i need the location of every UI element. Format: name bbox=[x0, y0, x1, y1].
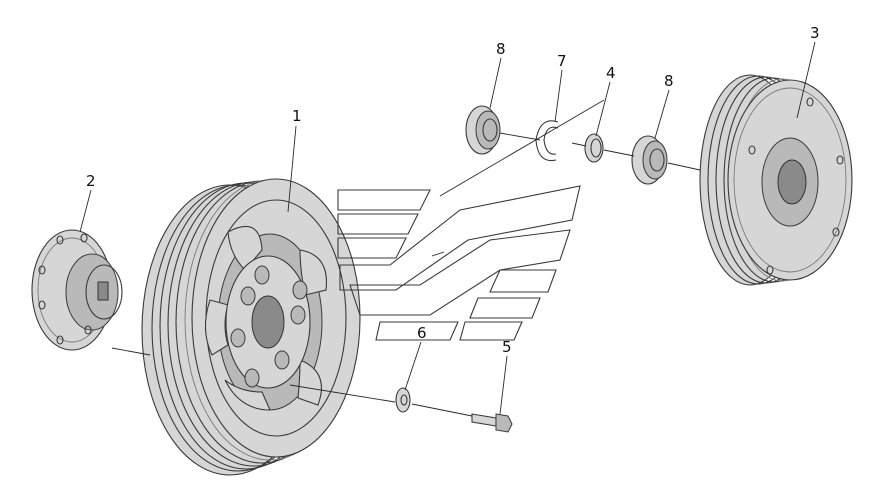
second-pulley-part-3 bbox=[699, 74, 853, 286]
callout-leader-lines bbox=[79, 41, 816, 415]
callout-7: 7 bbox=[557, 52, 567, 70]
callout-5: 5 bbox=[502, 338, 512, 356]
washer-part-6 bbox=[395, 387, 411, 413]
callout-2: 2 bbox=[86, 172, 96, 190]
bearing-part-8-right bbox=[631, 135, 668, 185]
callout-8-left: 8 bbox=[496, 40, 506, 58]
spacer-ring-part-4 bbox=[584, 133, 604, 163]
bearing-part-8-left bbox=[465, 105, 501, 155]
callout-4: 4 bbox=[606, 64, 616, 82]
callout-6: 6 bbox=[417, 324, 427, 342]
callout-labels: 1 2 3 4 5 6 7 8 8 bbox=[86, 24, 820, 356]
callout-8-right: 8 bbox=[664, 72, 674, 90]
callout-3: 3 bbox=[810, 24, 820, 42]
assembly-arrow-graphic bbox=[337, 185, 581, 341]
flange-hub-part-2 bbox=[31, 229, 123, 351]
bolt-part-5 bbox=[471, 413, 513, 433]
main-pulley-part-1 bbox=[141, 178, 361, 476]
retaining-ring-part-7 bbox=[535, 120, 559, 162]
callout-1: 1 bbox=[292, 107, 302, 125]
assembly-axis-lines bbox=[111, 132, 701, 417]
